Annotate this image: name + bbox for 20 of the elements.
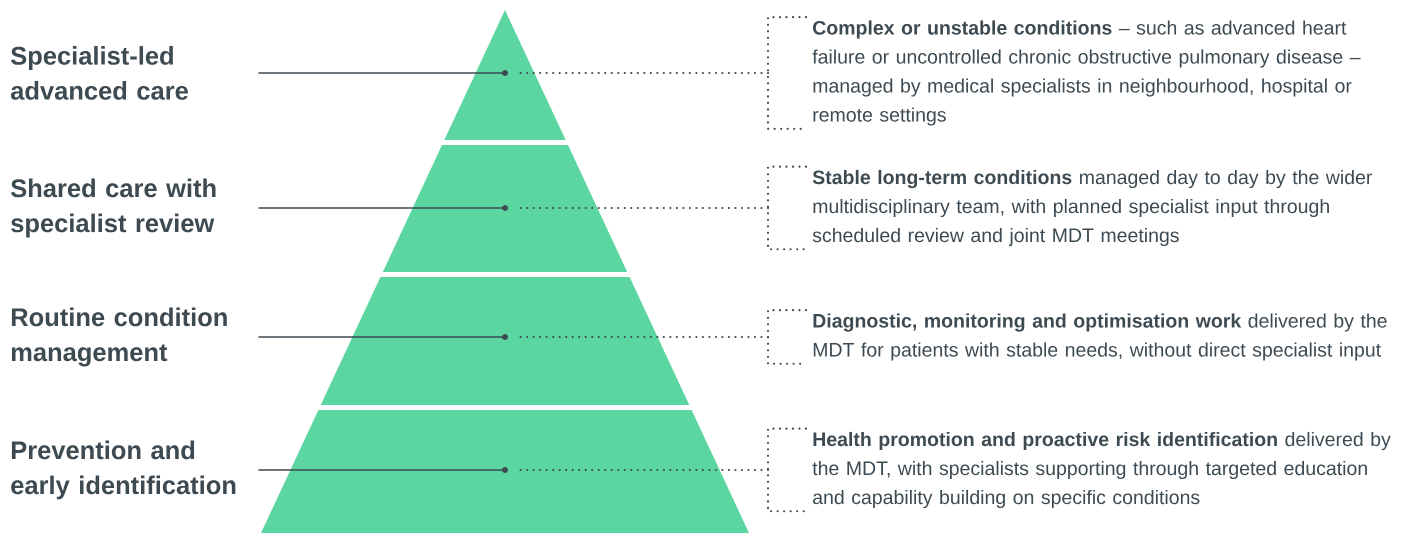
leader-line xyxy=(257,207,504,209)
pyramid-tier xyxy=(382,145,628,272)
tier-label: Shared care with specialist review xyxy=(10,178,216,238)
leader-line xyxy=(257,72,504,74)
pyramid-tier xyxy=(261,410,749,533)
tier-label: Prevention and early identification xyxy=(11,440,236,500)
pyramid-tier xyxy=(444,10,566,140)
leader-line xyxy=(518,468,770,472)
leader-line xyxy=(257,336,504,338)
tier-label: Specialist-led advanced care xyxy=(10,46,188,100)
description-text: Complex or unstable conditions – such as advanced heart failure or uncontrolled chronic obstructive pulmonary disease – managed by medical specialists in neighbourhood, hospital or remote settings xyxy=(812,20,1361,126)
leader-line xyxy=(257,469,504,471)
leader-line xyxy=(518,206,770,210)
description-text: Stable long-term conditions managed day to day by the wider multidisciplinary team, with planned specialist input through scheduled review and joint MDT meetings xyxy=(812,169,1373,247)
description-text: Diagnostic, monitoring and optimisation work delivered by the MDT for patients with stable needs, without direct specialist input xyxy=(813,313,1387,361)
leader-line xyxy=(518,335,770,339)
tier-label: Routine condition management xyxy=(11,307,227,367)
description-text: Health promotion and proactive risk identification delivered by the MDT, with specialists supporting through targeted education and capability building on specific conditions xyxy=(812,431,1391,509)
leader-line xyxy=(518,71,770,75)
pyramid-tier xyxy=(320,277,690,405)
